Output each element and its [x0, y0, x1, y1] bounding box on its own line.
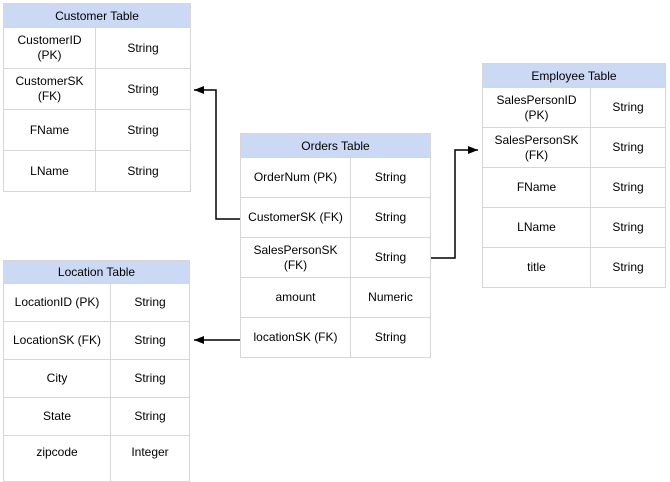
table-title-customer[interactable]: Customer Table — [4, 4, 190, 27]
table-row[interactable]: SalesPersonSK (FK) String — [241, 237, 430, 277]
field-name: locationSK (FK) — [241, 318, 351, 357]
table-row[interactable]: OrderNum (PK) String — [241, 157, 430, 197]
entity-table-orders[interactable]: Orders Table OrderNum (PK) String Custom… — [240, 133, 431, 358]
field-name: SalesPersonID (PK) — [483, 88, 591, 127]
table-row[interactable]: CustomerSK (FK) String — [241, 197, 430, 237]
table-row[interactable]: City String — [4, 359, 189, 397]
table-title-employee[interactable]: Employee Table — [483, 64, 665, 87]
field-name: zipcode — [4, 436, 111, 481]
field-type: String — [134, 333, 166, 347]
field-type: String — [127, 40, 159, 55]
field-name: CustomerSK (FK) — [4, 69, 96, 109]
table-row[interactable]: CustomerID (PK) String — [4, 27, 190, 68]
table-row[interactable]: State String — [4, 397, 189, 435]
table-row[interactable]: FName String — [4, 109, 190, 150]
field-name: SalesPersonSK (FK) — [241, 238, 351, 277]
entity-table-location[interactable]: Location Table LocationID (PK) String Lo… — [3, 260, 190, 482]
field-name: LName — [4, 151, 96, 191]
field-type: String — [127, 122, 159, 137]
field-type: String — [374, 250, 407, 264]
field-name: amount — [241, 278, 351, 317]
table-title-location[interactable]: Location Table — [4, 261, 189, 283]
field-type: String — [374, 170, 407, 184]
table-row[interactable]: SalesPersonID (PK) String — [483, 87, 665, 127]
table-row[interactable]: LName String — [4, 150, 190, 191]
entity-table-employee[interactable]: Employee Table SalesPersonID (PK) String… — [482, 63, 666, 288]
field-name: SalesPersonSK (FK) — [483, 128, 591, 167]
field-name: LocationSK (FK) — [4, 322, 111, 359]
field-type: String — [612, 140, 644, 154]
field-type: String — [612, 100, 644, 114]
field-type: Numeric — [368, 290, 413, 304]
field-name: CustomerID (PK) — [4, 28, 96, 68]
field-type: String — [612, 220, 644, 234]
field-name: FName — [483, 168, 591, 207]
entity-table-customer[interactable]: Customer Table CustomerID (PK) String Cu… — [3, 3, 191, 192]
arrow-orders-salespersonsk-to-employee[interactable] — [431, 146, 478, 259]
table-row[interactable]: zipcode Integer — [4, 435, 189, 481]
field-name: OrderNum (PK) — [241, 158, 351, 197]
table-row[interactable]: SalesPersonSK (FK) String — [483, 127, 665, 167]
table-row[interactable]: LocationSK (FK) String — [4, 321, 189, 359]
table-row[interactable]: locationSK (FK) String — [241, 317, 430, 357]
field-type: String — [612, 260, 644, 274]
table-row[interactable]: amount Numeric — [241, 277, 430, 317]
table-row[interactable]: LocationID (PK) String — [4, 283, 189, 321]
table-row[interactable]: title String — [483, 247, 665, 287]
field-name: LName — [483, 208, 591, 247]
field-name: State — [4, 398, 111, 435]
table-title-orders[interactable]: Orders Table — [241, 134, 430, 157]
field-type: String — [134, 409, 166, 423]
field-type: String — [374, 330, 407, 344]
arrow-orders-customersk-to-customer[interactable] — [194, 86, 240, 220]
table-row[interactable]: CustomerSK (FK) String — [4, 68, 190, 109]
field-name: CustomerSK (FK) — [241, 198, 351, 237]
field-name: LocationID (PK) — [4, 284, 111, 321]
field-name: FName — [4, 110, 96, 150]
field-type: String — [134, 371, 166, 385]
field-name: City — [4, 360, 111, 397]
field-type: String — [612, 180, 644, 194]
table-row[interactable]: FName String — [483, 167, 665, 207]
field-name: title — [483, 248, 591, 287]
field-type: String — [127, 81, 159, 96]
field-type: Integer — [131, 445, 169, 459]
field-type: String — [374, 210, 407, 224]
field-type: String — [134, 295, 166, 309]
table-row[interactable]: LName String — [483, 207, 665, 247]
field-type: String — [127, 163, 159, 178]
